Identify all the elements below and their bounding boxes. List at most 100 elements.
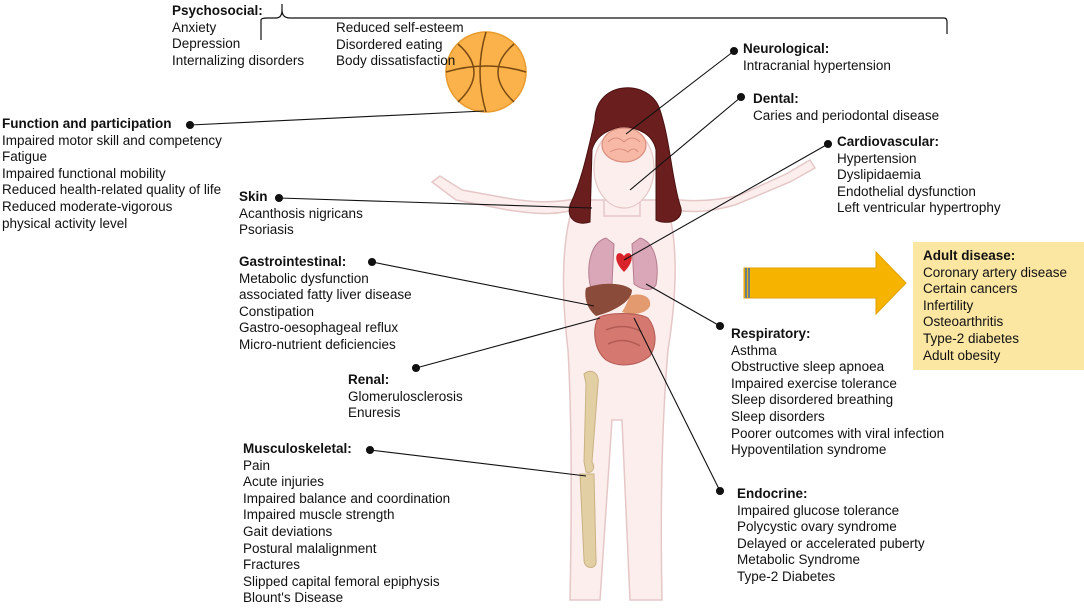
function-item: physical activity level bbox=[2, 215, 128, 231]
skin-item: Acanthosis nigricans bbox=[239, 205, 363, 221]
psychosocial-item: Internalizing disorders bbox=[172, 52, 305, 68]
dental-item: Caries and periodontal disease bbox=[753, 107, 940, 123]
skin-block: Skin Acanthosis nigricans Psoriasis bbox=[239, 189, 363, 239]
function-item: Impaired motor skill and competency bbox=[2, 132, 222, 148]
gastro-item: associated fatty liver disease bbox=[239, 287, 412, 303]
musculo-title: Musculoskeletal: bbox=[243, 441, 352, 456]
adult-disease-box: Adult disease: Coronary artery disease C… bbox=[913, 242, 1084, 370]
cardio-block: Cardiovascular: Hypertension Dyslipidaem… bbox=[837, 134, 1001, 217]
gastro-item: Micro-nutrient deficiencies bbox=[239, 336, 396, 352]
musculo-item: Gait deviations bbox=[243, 523, 333, 539]
femur-bone-icon bbox=[579, 370, 599, 568]
resp-item: Hypoventilation syndrome bbox=[731, 442, 887, 458]
renal-title: Renal: bbox=[348, 372, 390, 387]
musculo-item: Impaired muscle strength bbox=[243, 507, 395, 523]
psychosocial-title: Psychosocial: bbox=[172, 3, 263, 18]
endo-item: Type-2 Diabetes bbox=[737, 568, 836, 584]
gastro-item: Gastro-oesophageal reflux bbox=[239, 320, 399, 336]
psychosocial-item: Reduced self-esteem bbox=[336, 20, 464, 35]
psychosocial-item: Anxiety bbox=[172, 19, 217, 35]
function-block: Function and participation Impaired moto… bbox=[2, 116, 222, 232]
resp-item: Obstructive sleep apnoea bbox=[731, 359, 885, 375]
adult-disease-item: Adult obesity bbox=[923, 347, 1001, 363]
dental-leader bbox=[629, 96, 742, 191]
stomach-icon bbox=[622, 294, 651, 314]
renal-item: Glomerulosclerosis bbox=[348, 388, 463, 404]
skin-title: Skin bbox=[239, 189, 268, 204]
resp-item: Sleep disordered breathing bbox=[731, 392, 894, 408]
adult-disease-item: Osteoarthritis bbox=[923, 314, 1004, 330]
resp-item: Impaired exercise tolerance bbox=[731, 375, 897, 391]
resp-block: Respiratory: Asthma Obstructive sleep ap… bbox=[731, 326, 944, 459]
cardio-leader bbox=[623, 143, 829, 261]
psychosocial-item: Body dissatisfaction bbox=[336, 53, 456, 69]
resp-leader bbox=[645, 283, 721, 327]
musculo-item: Fractures bbox=[243, 557, 301, 573]
hair-icon bbox=[568, 87, 682, 224]
adult-disease-item: Certain cancers bbox=[923, 281, 1018, 297]
gastro-block: Gastrointestinal: Metabolic dysfunction … bbox=[239, 254, 412, 354]
cardio-title: Cardiovascular: bbox=[837, 134, 940, 149]
psychosocial-block-col2: Reduced self-esteem Disordered eating Bo… bbox=[336, 20, 464, 70]
skin-item: Psoriasis bbox=[239, 222, 294, 238]
musculo-item: Impaired balance and coordination bbox=[243, 490, 451, 506]
gastro-item: Metabolic dysfunction bbox=[239, 270, 369, 286]
function-item: Fatigue bbox=[2, 149, 48, 165]
adult-disease-item: Type-2 diabetes bbox=[923, 330, 1020, 346]
gastro-title: Gastrointestinal: bbox=[239, 254, 347, 269]
function-item: Reduced moderate-vigorous bbox=[2, 198, 173, 214]
gastro-item: Constipation bbox=[239, 303, 315, 319]
endo-item: Impaired glucose tolerance bbox=[737, 502, 900, 518]
basketball-icon bbox=[445, 31, 527, 113]
dental-block: Dental: Caries and periodontal disease bbox=[753, 91, 939, 124]
musculo-leader bbox=[369, 449, 587, 477]
endo-item: Polycystic ovary syndrome bbox=[737, 519, 897, 535]
endo-item: Delayed or accelerated puberty bbox=[737, 535, 925, 551]
adult-disease-title: Adult disease: bbox=[923, 248, 1016, 263]
neuro-item: Intracranial hypertension bbox=[743, 57, 891, 73]
function-leader bbox=[189, 110, 485, 126]
neuro-leader bbox=[625, 50, 735, 135]
resp-item: Poorer outcomes with viral infection bbox=[731, 425, 945, 441]
musculo-item: Acute injuries bbox=[243, 474, 325, 490]
psychosocial-bracket bbox=[260, 4, 948, 40]
resp-item: Asthma bbox=[731, 342, 777, 358]
skin-leader bbox=[278, 197, 593, 209]
endo-block: Endocrine: Impaired glucose tolerance Po… bbox=[737, 486, 925, 586]
resp-item: Sleep disorders bbox=[731, 408, 825, 424]
adult-disease-item: Coronary artery disease bbox=[923, 264, 1068, 280]
cardio-item: Endothelial dysfunction bbox=[837, 183, 976, 199]
renal-block: Renal: Glomerulosclerosis Enuresis bbox=[348, 372, 463, 422]
adult-disease-item: Infertility bbox=[923, 297, 974, 313]
musculo-item: Slipped capital femoral epiphysis bbox=[243, 573, 440, 589]
cardio-item: Hypertension bbox=[837, 150, 917, 166]
function-title: Function and participation bbox=[2, 116, 172, 131]
adult-disease-arrow bbox=[743, 250, 907, 316]
musculo-block: Musculoskeletal: Pain Acute injuries Imp… bbox=[243, 441, 450, 607]
endo-title: Endocrine: bbox=[737, 486, 808, 501]
renal-item: Enuresis bbox=[348, 405, 401, 421]
musculo-item: Blount's Disease bbox=[243, 590, 344, 606]
brain-icon bbox=[601, 127, 647, 163]
cardio-item: Dyslipidaemia bbox=[837, 167, 922, 183]
psychosocial-block: Psychosocial: Anxiety Depression Interna… bbox=[172, 3, 304, 69]
gastro-leader bbox=[371, 261, 595, 307]
psychosocial-item: Disordered eating bbox=[336, 36, 443, 52]
cardio-item: Left ventricular hypertrophy bbox=[837, 200, 1001, 216]
liver-icon bbox=[585, 283, 632, 316]
renal-leader bbox=[415, 317, 601, 369]
intestine-icon bbox=[594, 313, 656, 366]
endo-item: Metabolic Syndrome bbox=[737, 552, 861, 568]
resp-title: Respiratory: bbox=[731, 326, 811, 341]
psychosocial-item: Depression bbox=[172, 36, 241, 52]
neuro-title: Neurological: bbox=[743, 41, 830, 56]
dental-title: Dental: bbox=[753, 91, 799, 106]
endo-leader bbox=[633, 317, 721, 492]
function-item: Impaired functional mobility bbox=[2, 165, 166, 181]
musculo-item: Postural malalignment bbox=[243, 540, 377, 556]
neuro-block: Neurological: Intracranial hypertension bbox=[743, 41, 891, 74]
lungs-icon bbox=[588, 237, 658, 290]
function-item: Reduced health-related quality of life bbox=[2, 182, 222, 198]
musculo-item: Pain bbox=[243, 457, 271, 473]
